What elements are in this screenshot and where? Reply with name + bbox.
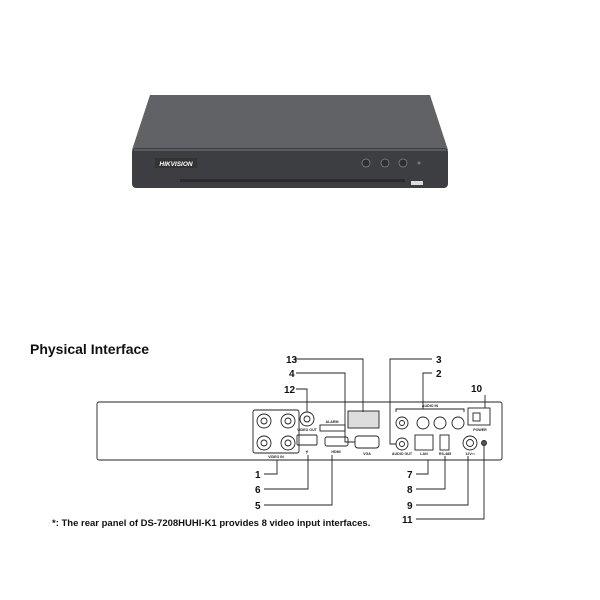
label-audio-out: AUDIO OUT xyxy=(392,452,413,456)
label-alarm: ALARM xyxy=(326,420,339,424)
label-audio-in: AUDIO IN xyxy=(422,404,439,408)
alarm-terminal-icon xyxy=(319,424,346,432)
label-video-out: VIDEO OUT xyxy=(297,428,318,432)
label-usb: ⭍ xyxy=(306,449,310,454)
label-video-in: VIDEO IN xyxy=(268,455,284,459)
callout-6: 6 xyxy=(255,485,261,496)
audio-out-icon xyxy=(395,437,409,451)
label-12v: 12V⎓ xyxy=(465,452,474,456)
dvr-top-surface xyxy=(132,95,448,150)
footnote: *: The rear panel of DS-7208HUHI-K1 prov… xyxy=(52,518,371,529)
record-indicator-icon xyxy=(361,158,371,168)
brand-logo: HIKVISION xyxy=(159,161,193,168)
alarm-indicator-icon xyxy=(398,158,408,168)
video-out-bnc-icon xyxy=(299,411,315,427)
callout-1: 1 xyxy=(255,470,261,481)
front-vent-slot xyxy=(180,179,405,182)
alarm-io-terminal-icon xyxy=(347,410,380,429)
callout-10: 10 xyxy=(471,384,483,395)
network-indicator-icon xyxy=(380,158,390,168)
rear-panel-outline xyxy=(96,401,503,461)
callout-12: 12 xyxy=(284,385,296,396)
callout-11: 11 xyxy=(402,515,413,526)
label-rs485: RS-485 xyxy=(439,452,451,456)
callout-13: 13 xyxy=(286,355,298,366)
video-in-bnc-icon xyxy=(256,413,296,451)
ir-receiver-icon xyxy=(417,161,421,165)
callout-4: 4 xyxy=(289,369,295,380)
rear-panel-diagram xyxy=(96,401,503,461)
label-lan: LAN xyxy=(420,452,428,456)
dvr-front-panel xyxy=(132,148,448,188)
rs485-port-icon xyxy=(439,434,450,451)
power-input-icon xyxy=(462,435,478,451)
vga-port-icon xyxy=(354,435,380,449)
label-power: POWER xyxy=(473,428,487,432)
brand-logo-plate xyxy=(155,158,197,168)
callout-lines xyxy=(264,358,486,520)
label-vga: VGA xyxy=(363,452,371,456)
label-hdmi: HDMI xyxy=(331,450,340,454)
callout-3: 3 xyxy=(436,355,442,366)
callout-2: 2 xyxy=(436,369,442,380)
callout-8: 8 xyxy=(407,485,413,496)
hdmi-port-icon xyxy=(324,436,349,447)
callout-5: 5 xyxy=(255,501,261,512)
callout-9: 9 xyxy=(407,501,413,512)
ground-screw-icon xyxy=(481,440,487,446)
power-switch-icon xyxy=(467,407,491,426)
section-title: Physical Interface xyxy=(30,341,150,357)
usb-port-icon xyxy=(296,434,318,446)
audio-in-icon xyxy=(395,408,465,430)
callout-7: 7 xyxy=(407,470,413,481)
front-usb-port-icon xyxy=(411,181,423,185)
lan-port-icon xyxy=(414,434,434,451)
